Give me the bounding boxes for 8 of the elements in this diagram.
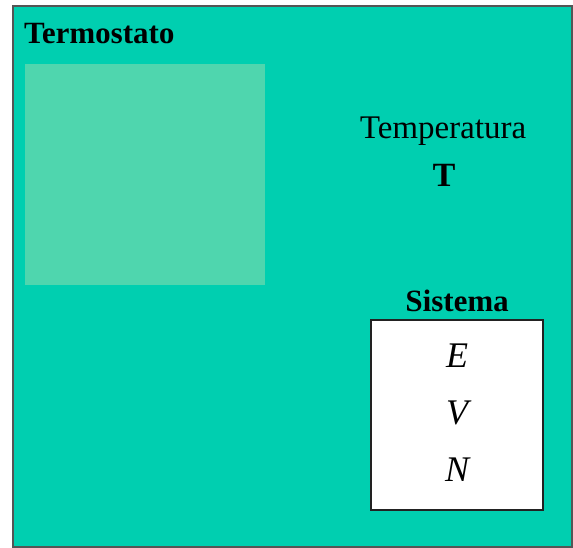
thermostat-panel xyxy=(12,5,573,548)
variable-symbol: E xyxy=(446,335,468,375)
temperature-label: Temperatura xyxy=(360,109,526,148)
shaded-square xyxy=(25,64,265,285)
box-heading: Sistema xyxy=(405,283,509,319)
panel-title: Termostato xyxy=(24,15,174,51)
temperature-symbol: T xyxy=(432,156,456,196)
variable-symbol: N xyxy=(445,449,469,489)
